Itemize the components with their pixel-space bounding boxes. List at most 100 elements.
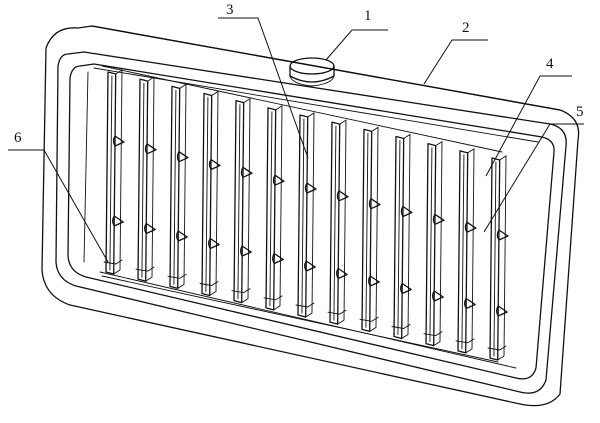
upper-nozzle-tip	[496, 229, 509, 241]
channel-array	[101, 65, 509, 363]
channel-groove	[397, 140, 401, 335]
channel-side-face	[209, 90, 219, 296]
lower-nozzle-tip	[112, 215, 124, 227]
lower-nozzle-tip	[464, 297, 476, 310]
channel-side-face	[465, 148, 475, 354]
upper-nozzle-tip	[368, 198, 381, 210]
lower-nozzle-tip	[144, 222, 156, 235]
housing-front-ring-outer	[55, 51, 567, 394]
channel-bottom-cap	[327, 309, 347, 315]
channel-side-face	[497, 155, 507, 361]
channel-groove	[493, 161, 497, 357]
channel-bottom-cap	[167, 273, 187, 279]
lower-nozzle-tip	[272, 252, 284, 265]
leader-2	[423, 39, 488, 85]
inlet-port	[289, 57, 335, 87]
channel	[167, 83, 189, 289]
channel-side-face	[401, 133, 411, 339]
channel-groove	[237, 104, 241, 300]
lower-nozzle-tip	[336, 267, 348, 280]
channel-top-rail	[101, 65, 503, 153]
upper-nozzle-tip	[336, 190, 349, 202]
channel	[263, 105, 285, 311]
channel-groove	[109, 75, 113, 271]
upper-nozzle-tip	[400, 205, 413, 218]
channel-groove	[301, 118, 305, 314]
upper-nozzle-tip	[240, 166, 253, 178]
channel-bottom-cap	[231, 288, 251, 294]
channel	[135, 76, 157, 282]
upper-nozzle-tip	[112, 135, 125, 147]
channel-side-face	[337, 119, 347, 325]
label-1: 1	[364, 8, 372, 24]
upper-nozzle-tip	[464, 221, 477, 233]
channel	[231, 97, 253, 304]
channel-groove	[205, 97, 209, 292]
outer-housing	[41, 25, 580, 407]
label-2: 2	[462, 20, 470, 36]
lower-nozzle-tip	[432, 290, 444, 302]
port-base	[289, 75, 335, 87]
housing-top-depth	[91, 25, 561, 111]
upper-nozzle-tip	[304, 182, 317, 194]
channel-bottom-cap	[263, 295, 283, 301]
leader-4	[485, 75, 572, 177]
leader-3	[218, 17, 309, 159]
channel-side-face	[241, 97, 251, 304]
upper-nozzle-tip	[272, 174, 285, 186]
channel-bottom-cap	[103, 259, 123, 265]
lower-nozzle-tip	[304, 260, 316, 272]
lower-nozzle-tip	[176, 230, 188, 242]
leader-1	[325, 29, 388, 61]
channel	[295, 112, 317, 318]
label-3: 3	[226, 2, 234, 18]
channel-bottom-cap	[455, 338, 475, 344]
label-4: 4	[546, 56, 554, 72]
leader-lines	[8, 17, 584, 263]
channel-side-face	[433, 140, 443, 347]
lower-nozzle-tip	[240, 245, 252, 257]
channel	[103, 69, 125, 275]
channel-groove	[365, 132, 369, 328]
channel	[423, 140, 445, 347]
channel-bottom-cap	[487, 345, 507, 351]
lower-nozzle-tip	[368, 275, 380, 287]
lower-nozzle-tip	[208, 237, 220, 250]
channel-side-face	[273, 105, 283, 311]
channel-groove	[173, 89, 177, 285]
label-5: 5	[576, 104, 584, 120]
lower-nozzle-tip	[400, 282, 412, 295]
housing-outer-contour	[41, 25, 580, 407]
upper-nozzle-tip	[144, 143, 157, 155]
channel	[487, 155, 509, 361]
channel	[327, 119, 349, 325]
channel-bottom-cap	[391, 324, 411, 329]
channel-bottom-cap	[135, 266, 155, 272]
channel-groove	[269, 111, 273, 307]
channel-groove	[429, 147, 433, 343]
channel	[359, 126, 381, 332]
channel-side-face	[177, 83, 187, 289]
channel-side-face	[145, 76, 155, 282]
label-6: 6	[14, 130, 22, 146]
channel-groove	[333, 125, 337, 321]
upper-nozzle-tip	[432, 213, 445, 225]
leader-5	[483, 123, 584, 233]
upper-nozzle-tip	[208, 158, 221, 171]
channel-groove	[461, 154, 465, 350]
channel-bottom-rail	[101, 275, 499, 363]
channel-bottom-cap	[423, 331, 443, 337]
lower-nozzle-tip	[496, 305, 508, 317]
leader-6	[8, 149, 109, 263]
channel-bottom-cap	[359, 316, 379, 322]
channel	[199, 90, 221, 297]
channel-side-face	[305, 112, 315, 318]
channel-bottom-cap	[295, 302, 315, 308]
channel-side-face	[369, 126, 379, 332]
channel	[391, 133, 413, 340]
channel-side-face	[113, 69, 123, 275]
channel-groove	[141, 82, 145, 278]
housing-front-ring-inner	[67, 63, 555, 380]
